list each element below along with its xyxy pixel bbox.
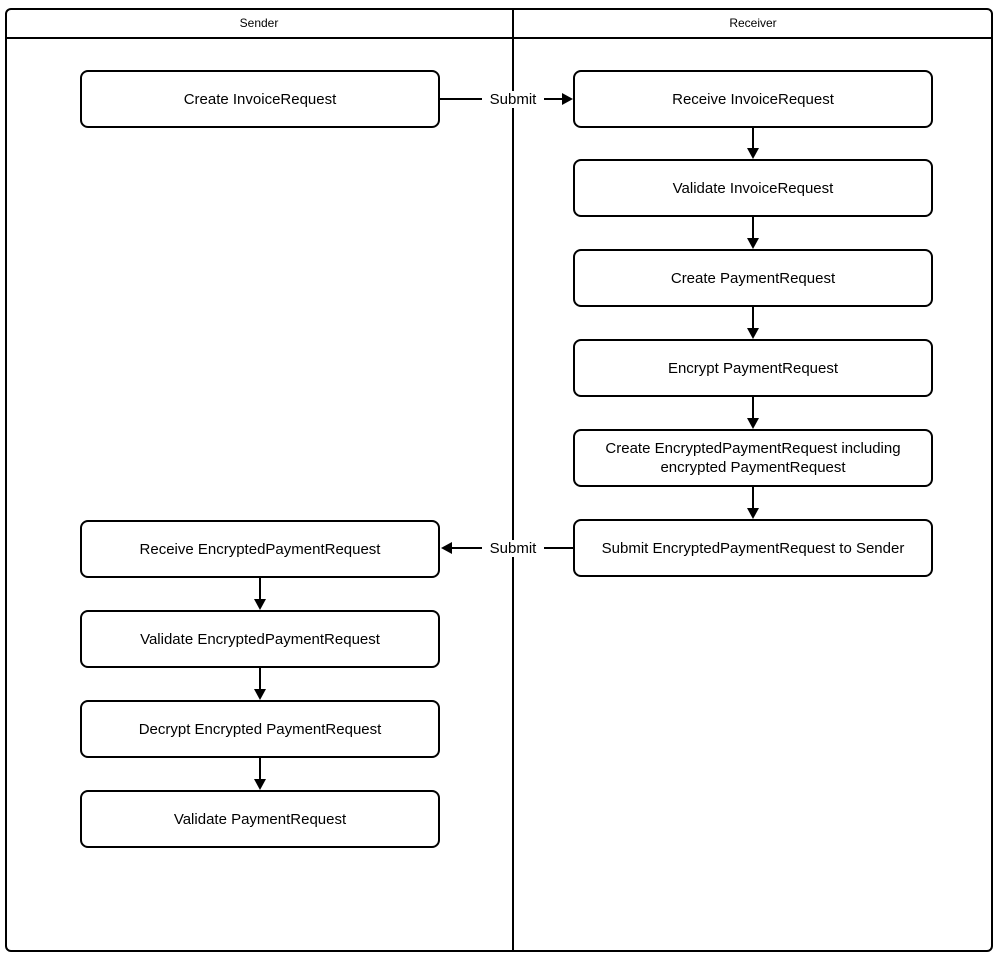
node-label: Decrypt Encrypted PaymentRequest — [138, 720, 382, 738]
node-label: Validate InvoiceRequest — [672, 179, 834, 197]
node-receive-encrypted-payment-request: Receive EncryptedPaymentRequest — [80, 520, 440, 578]
node-validate-payment-request: Validate PaymentRequest — [80, 790, 440, 848]
lane-divider — [512, 8, 514, 952]
arrowhead-down-icon — [747, 508, 759, 519]
flow-arrow-line — [259, 668, 261, 690]
lane-title-receiver: Receiver — [729, 16, 777, 30]
edge-label-submit-invoice: Submit — [482, 91, 544, 108]
arrowhead-down-icon — [747, 328, 759, 339]
submit-encrypted-arrow-line — [540, 547, 573, 549]
node-create-invoice-request: Create InvoiceRequest — [80, 70, 440, 128]
flow-arrow-line — [752, 217, 754, 239]
arrowhead-down-icon — [747, 418, 759, 429]
node-validate-invoice-request: Validate InvoiceRequest — [573, 159, 933, 217]
lane-title-sender: Sender — [239, 16, 279, 30]
flow-arrow-line — [752, 397, 754, 419]
arrowhead-left-icon — [441, 542, 452, 554]
node-encrypt-payment-request: Encrypt PaymentRequest — [573, 339, 933, 397]
node-create-payment-request: Create PaymentRequest — [573, 249, 933, 307]
arrowhead-down-icon — [254, 689, 266, 700]
flow-arrow-line — [259, 578, 261, 600]
node-label: Validate EncryptedPaymentRequest — [140, 630, 380, 648]
flow-arrow-line — [752, 128, 754, 149]
submit-invoice-arrow-line — [440, 98, 488, 100]
lane-header-band — [5, 8, 993, 39]
node-label: Create EncryptedPaymentRequest including… — [605, 440, 901, 476]
node-validate-encrypted-payment-request: Validate EncryptedPaymentRequest — [80, 610, 440, 668]
node-decrypt-encrypted-payment-request: Decrypt Encrypted PaymentRequest — [80, 700, 440, 758]
node-label: Create InvoiceRequest — [183, 90, 337, 108]
arrowhead-down-icon — [747, 148, 759, 159]
node-label: Encrypt PaymentRequest — [667, 359, 839, 377]
arrowhead-down-icon — [747, 238, 759, 249]
submit-encrypted-arrow-line — [452, 547, 488, 549]
flow-arrow-line — [752, 307, 754, 329]
node-label: Receive InvoiceRequest — [672, 90, 834, 108]
submit-invoice-arrow-line — [538, 98, 562, 100]
node-submit-encrypted-payment-request: Submit EncryptedPaymentRequest to Sender — [573, 519, 933, 577]
node-label: Validate PaymentRequest — [173, 810, 347, 828]
edge-label-submit-encrypted: Submit — [482, 540, 544, 557]
node-label: Receive EncryptedPaymentRequest — [139, 540, 381, 558]
flow-arrow-line — [259, 758, 261, 780]
arrowhead-down-icon — [254, 599, 266, 610]
arrowhead-right-icon — [562, 93, 573, 105]
node-label: Submit EncryptedPaymentRequest to Sender — [601, 539, 905, 557]
node-label: Create PaymentRequest — [670, 269, 836, 287]
node-create-encrypted-payment-request: Create EncryptedPaymentRequest including… — [573, 429, 933, 487]
arrowhead-down-icon — [254, 779, 266, 790]
node-receive-invoice-request: Receive InvoiceRequest — [573, 70, 933, 128]
flow-arrow-line — [752, 487, 754, 509]
